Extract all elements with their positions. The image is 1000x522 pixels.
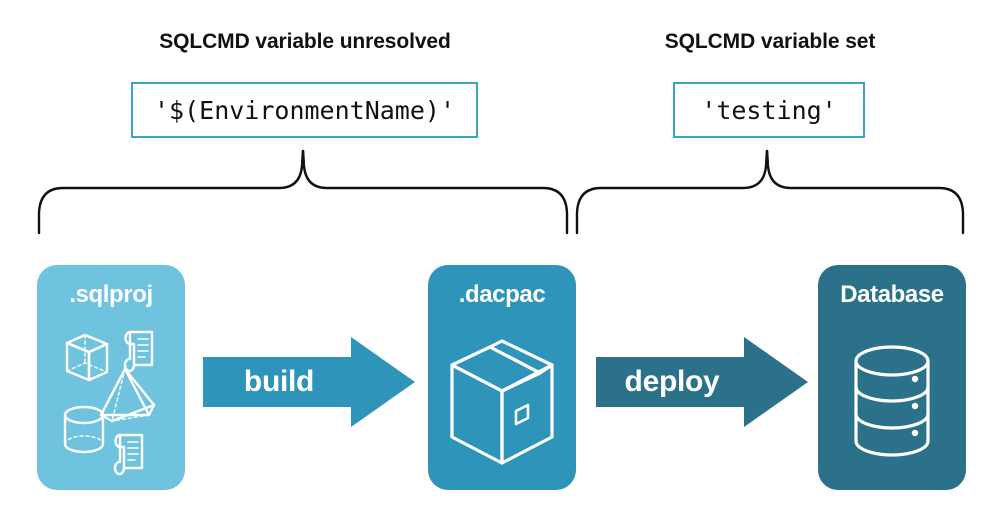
- brace-right: [575, 149, 965, 235]
- stage-database: Database: [818, 265, 966, 490]
- stage-dacpac: .dacpac: [428, 265, 576, 490]
- arrow-build: build: [203, 337, 415, 427]
- stage-sqlproj: .sqlproj: [37, 265, 185, 490]
- cube-wireframe-icon: [65, 333, 109, 382]
- phase-heading-set: SQLCMD variable set: [664, 30, 876, 53]
- phase-heading-unresolved: SQLCMD variable unresolved: [159, 30, 451, 53]
- build-arrow-shape: [203, 337, 415, 427]
- sqlcmd-value-box-unresolved: '$(EnvironmentName)': [131, 82, 478, 138]
- stage-label-database: Database: [840, 281, 944, 308]
- sqlproj-artwork: [63, 330, 156, 476]
- arrow-deploy: deploy: [596, 337, 808, 427]
- database-artwork: [854, 345, 930, 457]
- stage-label-sqlproj: .sqlproj: [69, 281, 153, 308]
- stage-label-dacpac: .dacpac: [458, 281, 546, 308]
- dacpac-artwork: [450, 339, 554, 465]
- script-scroll-icon: [123, 330, 154, 373]
- script-scroll-icon: [113, 433, 144, 476]
- database-cylinder-icon: [854, 345, 930, 457]
- package-box-icon: [450, 339, 554, 465]
- sqlcmd-value-box-set: 'testing': [673, 82, 865, 138]
- cylinder-wireframe-icon: [63, 405, 105, 454]
- brace-left: [37, 149, 569, 235]
- pyramid-wireframe-icon: [99, 367, 156, 423]
- deploy-arrow-shape: [596, 337, 808, 427]
